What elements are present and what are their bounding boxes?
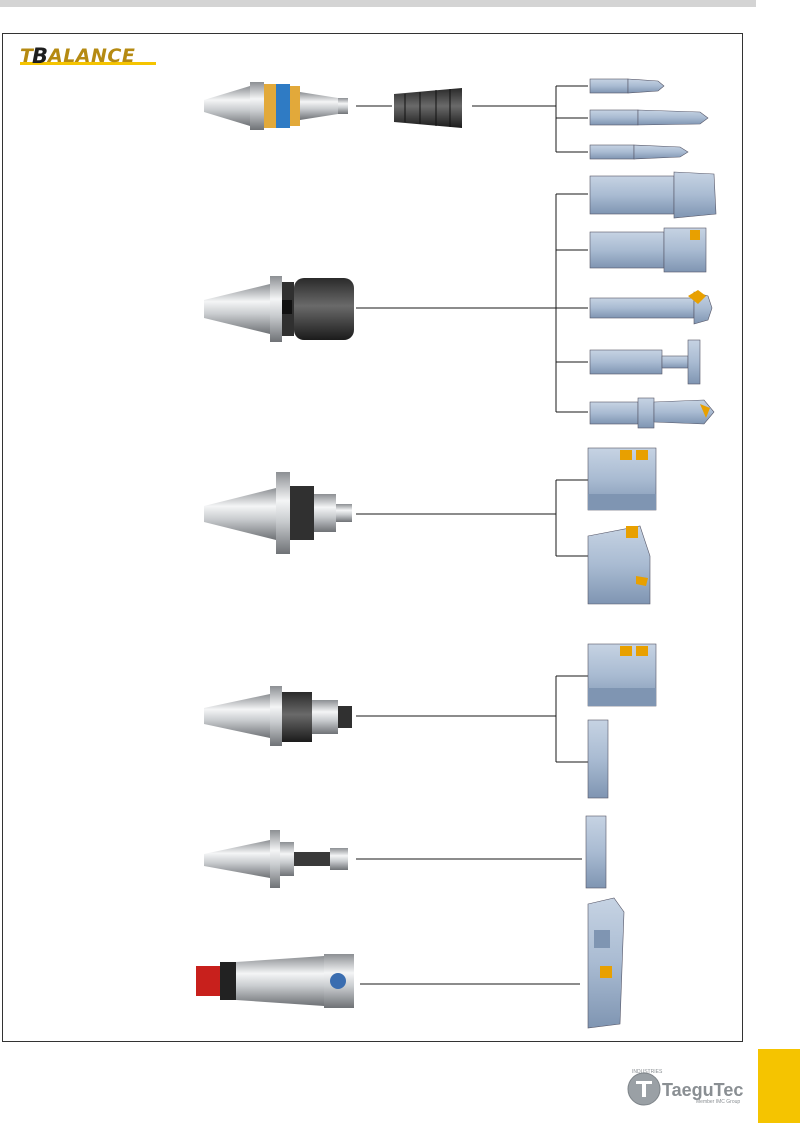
milling-tools-row2 xyxy=(590,172,716,428)
side-cutter-disc-row5 xyxy=(586,816,606,888)
section-tab xyxy=(758,1049,800,1123)
holder-face-mill-arbor xyxy=(204,686,352,746)
shell-mill-cutters-row3 xyxy=(588,448,656,604)
brand-arc-text: INDUSTRIES xyxy=(632,1069,663,1075)
holder-endmill-adapter xyxy=(204,276,354,342)
holder-side-cutter-arbor xyxy=(204,830,348,888)
brand-subtitle: Member IMC Group xyxy=(696,1099,740,1105)
large-face-mill-row6 xyxy=(588,898,624,1028)
connector-row1 xyxy=(356,86,588,152)
drill-tools-row1 xyxy=(590,79,708,159)
taegutec-logo: INDUSTRIES TaeguTec Member IMC Group xyxy=(626,1067,744,1111)
brand-name: TaeguTec xyxy=(662,1080,743,1100)
face-mill-and-disc-row4 xyxy=(588,644,656,798)
connector-row3 xyxy=(356,480,588,556)
holder-collet-chuck xyxy=(204,82,348,130)
collet xyxy=(394,88,462,128)
holder-taper-shank xyxy=(196,954,354,1008)
connector-row2 xyxy=(356,194,588,412)
connector-row4 xyxy=(356,676,588,762)
holder-shell-mill-arbor xyxy=(204,472,352,554)
